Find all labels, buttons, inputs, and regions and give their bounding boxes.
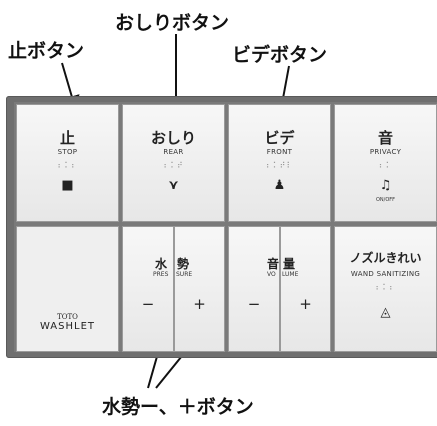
pressure-label-en-left: PRES — [153, 271, 169, 278]
volume-minus-button[interactable]: 音 VO − — [228, 226, 280, 352]
stop-icon: ■ — [61, 178, 74, 193]
volume-label-en-right: LUME — [282, 271, 299, 278]
rear-button[interactable]: おしり REAR ⠆⠅⠞ ⋎ — [122, 104, 225, 222]
pressure-label-jp-left: 水 — [155, 257, 168, 271]
pressure-label-en-right: SURE — [176, 271, 193, 278]
rear-label-jp: おしり — [150, 129, 196, 147]
water-drop-icon: ◬ — [380, 305, 391, 320]
wand-label-jp: ノズルきれい — [349, 251, 422, 265]
volume-label-en-left: VO — [267, 271, 276, 278]
front-button[interactable]: ビデ FRONT ⠆⠅⠞⠇ ♟ — [228, 104, 331, 222]
rear-braille: ⠆⠅⠞ — [163, 161, 184, 170]
stop-label-en: STOP — [57, 148, 78, 156]
privacy-button[interactable]: 音 PRIVACY ⠆⠅ ♫ ON/OFF — [334, 104, 437, 222]
wand-braille: ⠆⠅⠆ — [375, 283, 396, 292]
callout-rear-button: おしりボタン — [115, 12, 230, 34]
volume-label-jp-left: 音 — [267, 257, 280, 271]
pressure-label-jp-right: 勢 — [177, 257, 190, 271]
stop-button[interactable]: 止 STOP ⠆⠅⠆ ■ — [16, 104, 119, 222]
callout-front-button: ビデボタン — [232, 44, 328, 66]
pressure-plus-button[interactable]: 勢 SURE + — [174, 226, 225, 352]
music-note-icon: ♫ — [379, 178, 392, 193]
volume-label-jp-right: 量 — [283, 257, 296, 271]
rear-spray-icon: ⋎ — [168, 178, 179, 193]
privacy-label-en: PRIVACY — [369, 148, 402, 156]
wand-sanitizing-button[interactable]: ノズルきれい WAND SANITIZING ⠆⠅⠆ ◬ — [334, 226, 437, 352]
privacy-label-jp: 音 — [377, 129, 393, 147]
toto-logo: TOTO — [57, 313, 78, 321]
privacy-braille: ⠆⠅ — [378, 161, 393, 170]
volume-plus-button[interactable]: 量 LUME + — [280, 226, 331, 352]
plus-icon: + — [193, 295, 206, 313]
minus-icon: − — [141, 295, 155, 313]
privacy-onoff-label: ON/OFF — [375, 197, 396, 203]
rear-label-en: REAR — [163, 148, 184, 156]
stop-label-jp: 止 — [59, 129, 75, 147]
washlet-logo: WASHLET — [39, 321, 96, 332]
front-braille: ⠆⠅⠞⠇ — [265, 161, 294, 170]
callout-stop-button: 止ボタン — [8, 40, 85, 62]
stop-braille: ⠆⠅⠆ — [57, 161, 78, 170]
front-bidet-icon: ♟ — [273, 178, 286, 193]
front-label-jp: ビデ — [264, 129, 295, 147]
brand-plate: TOTO WASHLET — [16, 226, 119, 352]
plus-icon: + — [299, 295, 312, 313]
callout-pressure-buttons: 水勢ー、＋ボタン — [102, 396, 254, 418]
minus-icon: − — [247, 295, 261, 313]
front-label-en: FRONT — [266, 148, 293, 156]
wand-label-en: WAND SANITIZING — [350, 270, 421, 278]
pressure-minus-button[interactable]: 水 PRES − — [122, 226, 174, 352]
